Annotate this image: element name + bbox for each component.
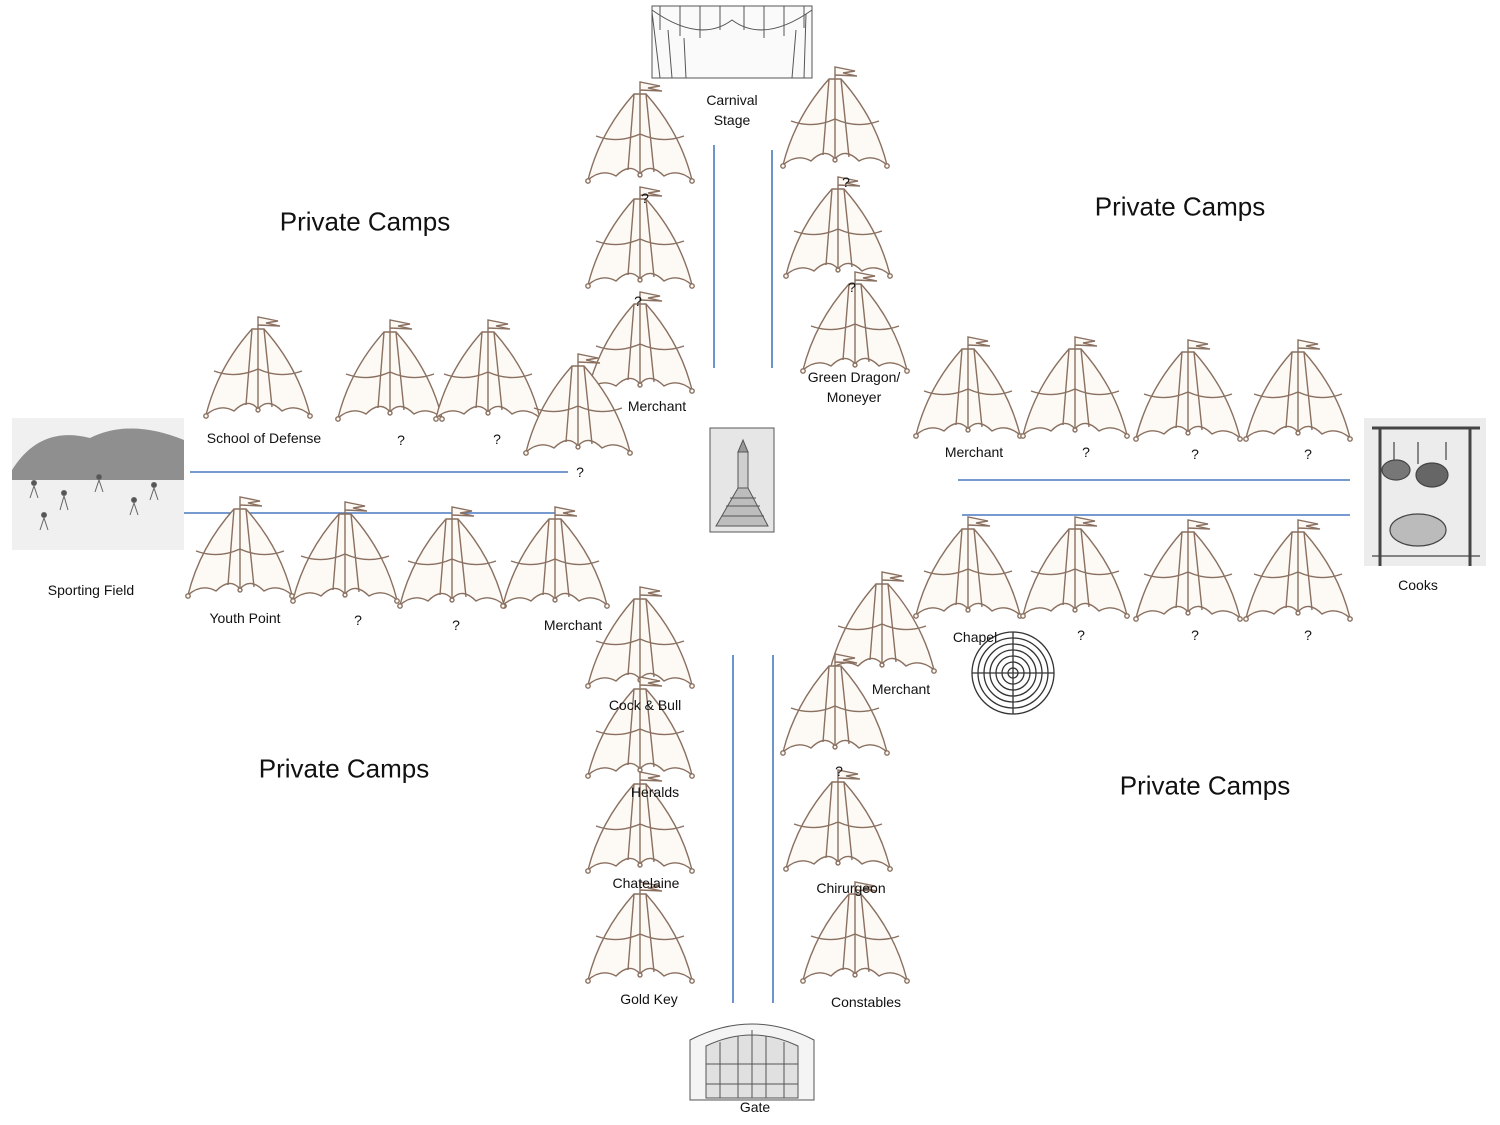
tent-label: ? [634, 293, 642, 309]
landmark-label-chapel: Chapel [952, 629, 998, 645]
tent-label: Merchant [871, 681, 931, 697]
tent-label: Merchant [627, 398, 687, 414]
tent-label: ? [1191, 627, 1199, 643]
tent-label: Merchant [944, 444, 1004, 460]
gate-sketch-icon [689, 1023, 815, 1101]
tent-label: Constables [830, 994, 902, 1010]
tent-label: ? [354, 612, 362, 628]
tent-label: ? [493, 431, 501, 447]
landmark-label-cooks: Cooks [1398, 577, 1438, 593]
tent-label: Gold Key [620, 991, 678, 1007]
tent-label: ? [835, 763, 843, 779]
tent-label: Heralds [630, 784, 680, 800]
tent-label: Green Dragon/ Moneyer [807, 369, 901, 405]
cooks-sketch-icon [1364, 418, 1486, 566]
tent-label: Merchant [543, 617, 603, 633]
stage-curtain-icon [651, 5, 813, 79]
tent-label: Chirurgeon [816, 880, 886, 896]
tent-label: ? [1191, 446, 1199, 462]
tent-label: ? [1304, 446, 1312, 462]
tent-label: ? [576, 464, 584, 480]
area-label-private-camps-nw: Private Camps [279, 206, 451, 237]
tent-label: Youth Point [209, 610, 281, 626]
area-label-private-camps-ne: Private Camps [1094, 191, 1266, 222]
labyrinth-icon [971, 631, 1055, 715]
tent-label: Cock & Bull [608, 697, 682, 713]
landmark-label-sporting-field: Sporting Field [47, 582, 135, 598]
tent-label: ? [1082, 444, 1090, 460]
tent-label: School of Defense [206, 430, 322, 446]
tent-label: ? [848, 279, 856, 295]
sporting-field-sketch-icon [12, 418, 184, 550]
tent-label: ? [397, 432, 405, 448]
tent-label: ? [842, 174, 850, 190]
landmark-label-gate: Gate [739, 1099, 771, 1115]
tent-label: ? [641, 190, 649, 206]
area-label-private-camps-se: Private Camps [1119, 770, 1291, 801]
area-label-private-camps-sw: Private Camps [258, 753, 430, 784]
tent-label: ? [1077, 627, 1085, 643]
tower-sketch-icon [709, 427, 775, 533]
tent-label: Chatelaine [612, 875, 680, 891]
landmark-label-stage: Carnival Stage [706, 92, 758, 128]
tent-label: ? [452, 617, 460, 633]
tent-label: ? [1304, 627, 1312, 643]
